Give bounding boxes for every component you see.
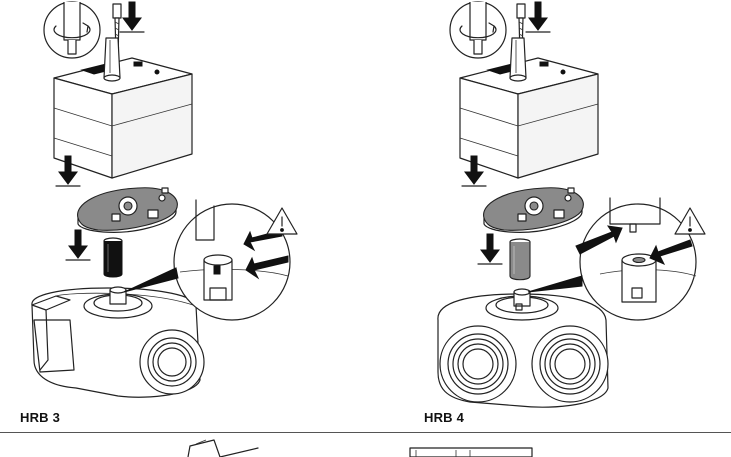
figure-hrb4 (437, 1, 706, 408)
adapter-plate (482, 187, 584, 233)
rotate-screwdriver-icon (43, 1, 101, 59)
coupling-sleeve (103, 237, 123, 278)
zoom-detail-hrb3 (123, 199, 291, 321)
actuator-body (53, 37, 193, 179)
actuator-body (459, 37, 599, 179)
rotate-screwdriver-icon (449, 1, 507, 59)
zoom-detail-hrb4 (527, 197, 697, 321)
adapter-plate (76, 187, 178, 233)
section-divider (0, 432, 731, 433)
figure-label-hrb3: HRB 3 (20, 410, 61, 425)
down-arrow-icon (477, 233, 503, 265)
valve-body-4way (437, 288, 609, 408)
down-arrow-icon (525, 1, 551, 33)
coupling-sleeve (509, 238, 531, 281)
down-arrow-icon (119, 1, 145, 33)
next-step-preview (187, 439, 533, 457)
down-arrow-icon (65, 229, 91, 261)
valve-body-3way (31, 286, 205, 398)
figure-hrb3 (31, 1, 298, 398)
figure-label-hrb4: HRB 4 (424, 410, 465, 425)
